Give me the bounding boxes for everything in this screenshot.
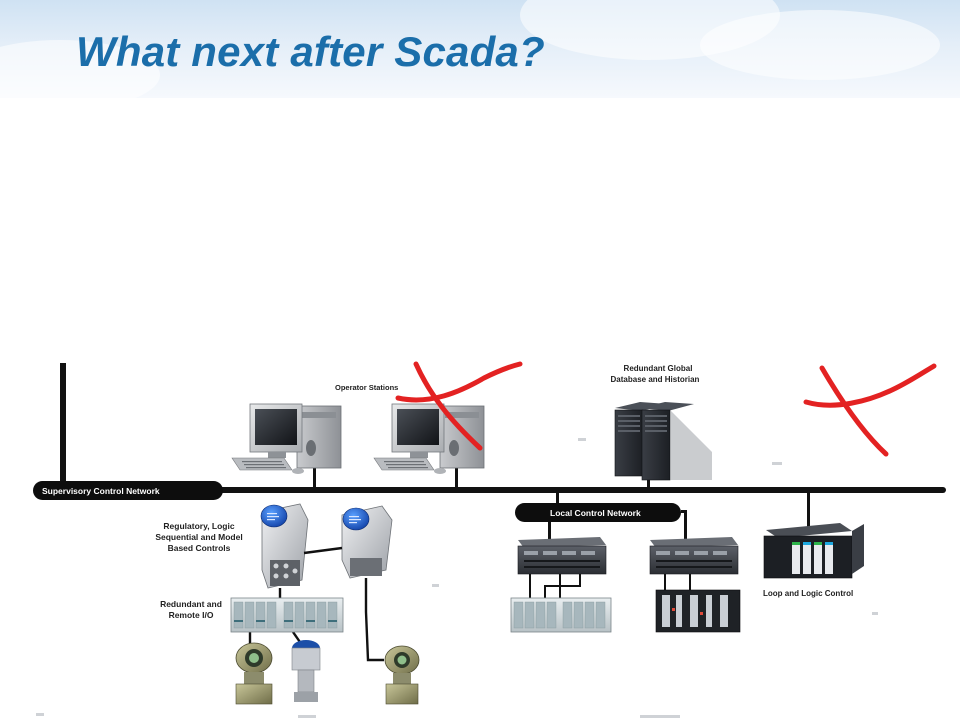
marshalling-cabinet xyxy=(655,589,741,633)
field-transmitter-1 xyxy=(235,642,273,705)
local-network-label: Local Control Network xyxy=(550,508,641,518)
local-cables xyxy=(529,574,691,598)
header-cloud xyxy=(700,10,940,80)
supervisory-network-label-box: Supervisory Control Network xyxy=(33,481,223,500)
controls-label-line1: Regulatory, Logic xyxy=(163,521,234,531)
controls-label-line3: Based Controls xyxy=(168,543,231,553)
controller-unit-1 xyxy=(260,503,309,589)
io-label-line1: Redundant and xyxy=(160,599,222,609)
loop-logic-label: Loop and Logic Control xyxy=(763,589,853,598)
local-network-label-box: Local Control Network xyxy=(515,503,681,522)
supervisory-network-line xyxy=(218,487,946,493)
supervisory-network-label: Supervisory Control Network xyxy=(42,486,160,496)
local-controller-rack-1 xyxy=(517,537,607,575)
historian-label-line2: Database and Historian xyxy=(611,375,700,384)
local-controller-rack-2 xyxy=(649,537,739,575)
io-rack-right xyxy=(510,597,612,633)
historian-label-line1: Redundant Global xyxy=(624,364,693,373)
supervisory-drops xyxy=(313,468,810,527)
red-cross-annotation-2 xyxy=(803,363,937,457)
red-cross-annotation-1 xyxy=(395,361,523,451)
operator-station-1 xyxy=(231,403,342,474)
operator-stations-label: Operator Stations xyxy=(335,383,398,392)
slide-title: What next after Scada? xyxy=(76,28,545,75)
slide-header: What next after Scada? xyxy=(0,0,960,98)
control-system-diagram: Supervisory Control Network Local Contro… xyxy=(33,361,946,718)
operator-station-2 xyxy=(373,403,485,474)
io-rack-left xyxy=(230,597,344,633)
controls-label-line2: Sequential and Model xyxy=(155,532,242,542)
local-network-drops xyxy=(548,510,687,540)
historian-servers xyxy=(614,402,712,481)
field-transmitter-2 xyxy=(291,640,321,702)
controller-cables xyxy=(248,546,384,662)
background-artifacts xyxy=(36,438,878,718)
loop-logic-controller xyxy=(763,523,864,579)
field-transmitter-3 xyxy=(384,645,420,705)
controller-unit-2 xyxy=(341,505,393,579)
supervisory-backbone-line xyxy=(60,363,66,485)
io-label-line2: Remote I/O xyxy=(169,610,214,620)
